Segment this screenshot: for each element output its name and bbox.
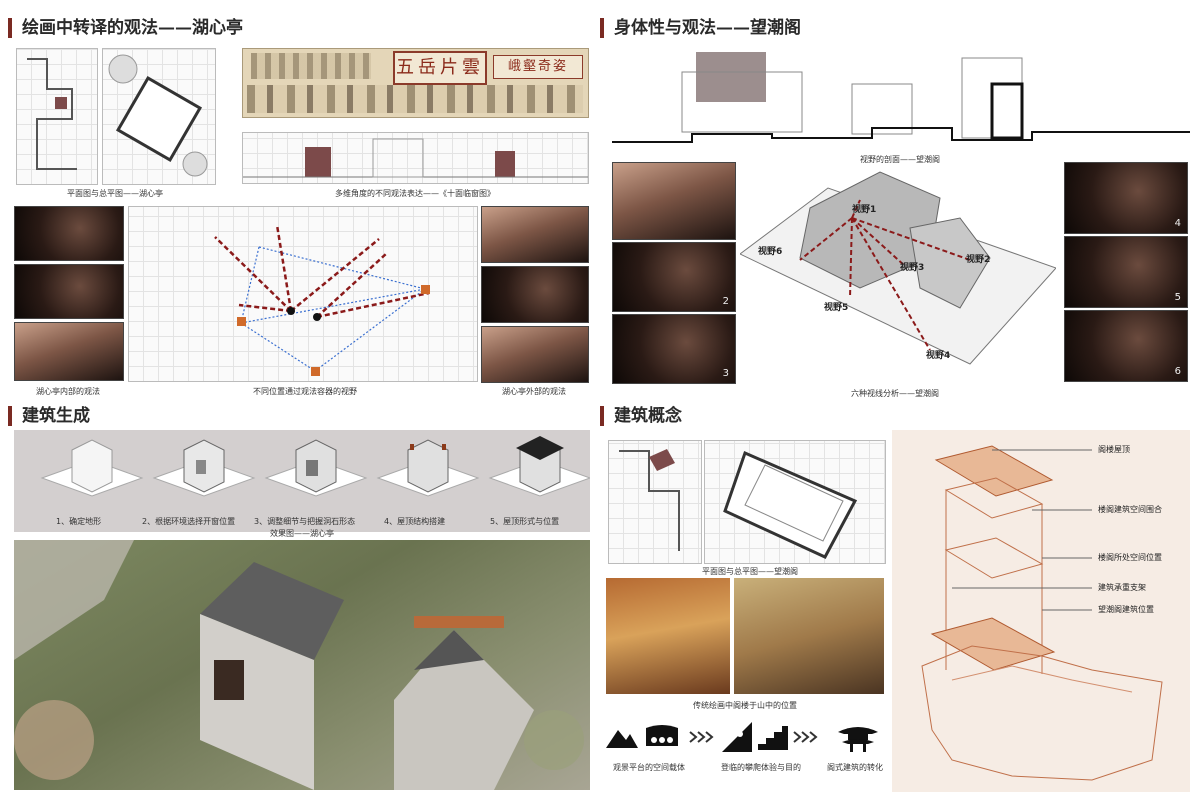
sightline-svg — [739, 171, 1057, 365]
chevrons-icon — [688, 730, 714, 744]
photo-number: 5 — [1174, 292, 1181, 303]
step-label-3: 3、调整细节与把握洞石形态 — [254, 517, 356, 526]
elevation-drawing-hxt — [242, 132, 589, 184]
photo-number: 2 — [722, 296, 729, 307]
outer-view-photo-1 — [481, 206, 589, 263]
inner-view-photo-3 — [14, 322, 124, 381]
wcg-photo-3: 3 — [612, 314, 736, 384]
traditional-painting-2 — [734, 578, 884, 694]
scroll-painting: 五岳片雲 峨壑奇姿 — [242, 48, 589, 118]
view-label-3: 视野3 — [900, 263, 925, 273]
caption-icon-2: 登临的攀爬体验与目的 — [721, 763, 801, 772]
pavilion-icon — [838, 722, 878, 752]
exploded-axonometric-svg — [921, 445, 1163, 781]
photo-number: 3 — [722, 368, 729, 379]
climbing-icon — [722, 722, 752, 752]
sightline-axonometric: 视野1 视野2 视野3 视野4 视野5 视野6 — [739, 168, 1057, 380]
wcg-photo-5: 5 — [1064, 236, 1188, 308]
section-elevation-wcg — [612, 48, 1190, 150]
mountain-icon — [606, 726, 638, 748]
floor-plan-wcg-svg — [723, 450, 858, 559]
view-label-6: 视野6 — [758, 247, 783, 257]
wcg-photo-2: 2 — [612, 242, 736, 312]
caption-multi-view: 多维角度的不同观法表达——《十面临窗图》 — [335, 189, 495, 198]
anno-location: 望潮阁建筑位置 — [1098, 605, 1154, 614]
wcg-photo-4: 4 — [1064, 162, 1188, 234]
scroll-rocks-left — [251, 53, 371, 79]
caption-outer-view: 湖心亭外部的观法 — [502, 387, 566, 396]
view-label-1: 视野1 — [852, 205, 877, 215]
site-plan-wcg-svg — [619, 449, 680, 551]
inner-view-photo-1 — [14, 206, 124, 261]
anno-support: 建筑承重支架 — [1098, 583, 1146, 592]
caption-inner-view: 湖心亭内部的观法 — [36, 387, 100, 396]
scroll-calligraphy-2: 峨壑奇姿 — [493, 55, 583, 79]
floor-plan-hxt — [102, 48, 216, 185]
traditional-painting-1 — [606, 578, 730, 694]
caption-paintings: 传统绘画中阁楼于山中的位置 — [693, 701, 797, 710]
photo-number: 6 — [1174, 366, 1181, 377]
caption-render-hxt: 效果图——湖心亭 — [270, 529, 334, 538]
view-container-diagram — [128, 206, 478, 382]
outer-view-photo-2 — [481, 266, 589, 323]
caption-section-wcg: 视野的剖面——望潮阁 — [860, 155, 940, 164]
chevrons-icon — [792, 730, 818, 744]
floor-plan-wcg — [704, 440, 886, 564]
caption-icon-3: 阁式建筑的转化 — [827, 763, 883, 772]
anno-roof: 阁楼屋顶 — [1098, 445, 1130, 454]
scroll-rocks-bottom — [247, 85, 583, 113]
caption-view-container: 不同位置通过观法容器的视野 — [253, 387, 357, 396]
inner-view-photo-2 — [14, 264, 124, 319]
outer-view-photo-3 — [481, 326, 589, 383]
view-label-4: 视野4 — [926, 351, 951, 361]
render-image-hxt — [14, 540, 590, 790]
site-plan-hxt — [16, 48, 98, 185]
wcg-photo-6: 6 — [1064, 310, 1188, 382]
caption-plan-wcg: 平面图与总平图——望潮阁 — [702, 567, 798, 576]
site-plan-drawing — [27, 58, 77, 170]
section-title-concept: 建筑概念 — [600, 406, 682, 426]
section-title-hxt: 绘画中转译的观法——湖心亭 — [8, 18, 243, 38]
step-label-1: 1、确定地形 — [56, 517, 102, 526]
view-lines-svg — [214, 224, 430, 376]
floor-plan-drawing — [108, 54, 208, 177]
exploded-axonometric: 阁楼屋顶 楼阁建筑空间围合 楼阁所处空间位置 建筑承重支架 望潮阁建筑位置 — [892, 430, 1190, 792]
generation-steps-panel: 1、确定地形 2、根据环境选择开窗位置 3、调整细节与把握洞石形态 4、屋顶结构… — [14, 430, 592, 532]
wcg-photo-1 — [612, 162, 736, 240]
elevation-svg — [243, 138, 588, 178]
caption-icon-1: 观景平台的空间载体 — [613, 763, 685, 772]
generation-steps-svg — [40, 436, 592, 497]
section-title-wcg: 身体性与观法——望潮阁 — [600, 18, 801, 38]
caption-plan-hxt: 平面图与总平图——湖心亭 — [67, 189, 163, 198]
scroll-calligraphy-1: 五岳片雲 — [393, 51, 487, 85]
anno-enclosure: 楼阁建筑空间围合 — [1098, 505, 1162, 514]
step-label-2: 2、根据环境选择开窗位置 — [142, 517, 236, 526]
view-label-2: 视野2 — [966, 255, 991, 265]
caption-sightline: 六种视线分析——望潮阁 — [851, 389, 939, 398]
section-elevation-svg — [612, 52, 1190, 143]
section-title-generation: 建筑生成 — [8, 406, 90, 426]
anno-position: 楼阁所处空间位置 — [1098, 553, 1162, 562]
photo-number: 4 — [1174, 218, 1181, 229]
step-label-5: 5、屋顶形式与位置 — [490, 517, 560, 526]
viewing-platform-icon — [642, 724, 682, 750]
step-label-4: 4、屋顶结构搭建 — [384, 517, 446, 526]
site-plan-wcg — [608, 440, 702, 564]
render-svg — [14, 540, 584, 790]
view-label-5: 视野5 — [824, 303, 849, 313]
stairs-icon — [758, 726, 788, 750]
